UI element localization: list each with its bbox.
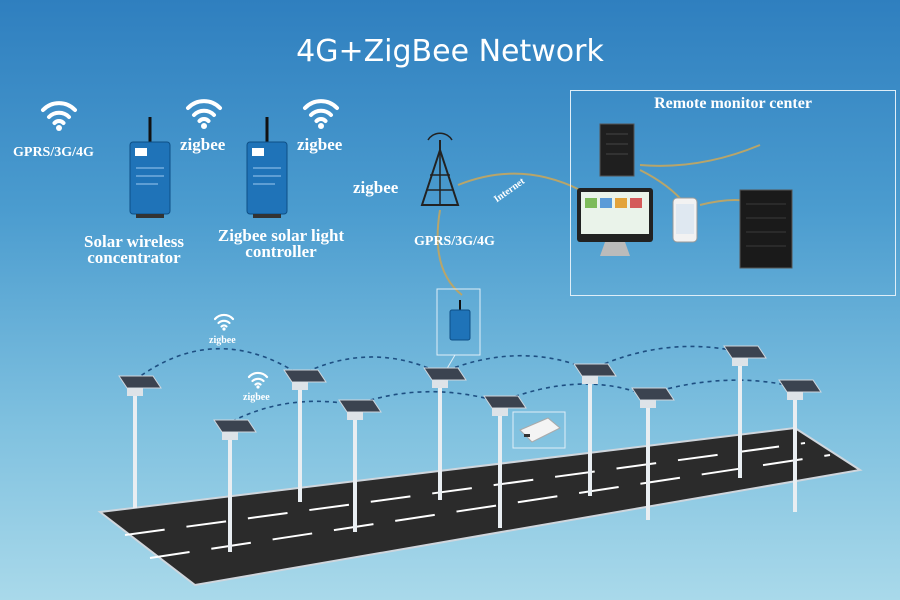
remote-monitor-center-panel: Remote monitor center xyxy=(570,90,896,296)
street-light-icon xyxy=(118,375,162,509)
controller-label-line1: Zigbee solar light xyxy=(217,226,345,245)
zigbee-label: zigbee xyxy=(297,135,343,154)
server-icon xyxy=(599,123,635,177)
gprs-label: GPRS/3G/4G xyxy=(13,145,94,160)
server-icon xyxy=(739,189,793,269)
road xyxy=(97,426,863,587)
light-controller-box-icon xyxy=(519,417,561,443)
concentrator-label-line1: Solar wireless xyxy=(84,232,184,251)
desktop-monitor-icon xyxy=(577,188,653,256)
zigbee-label: zigbee xyxy=(209,335,236,346)
page-title: 4G+ZigBee Network xyxy=(296,34,604,69)
zigbee-label: zigbee xyxy=(180,135,226,154)
cell-tower-icon xyxy=(420,132,460,206)
field-controller-device xyxy=(449,300,471,341)
wifi-icon xyxy=(213,313,235,332)
zigbee-solar-light-controller-device xyxy=(245,115,289,220)
gprs-label: GPRS/3G/4G xyxy=(414,234,495,249)
controller-label: Zigbee solar light controller xyxy=(201,226,361,261)
concentrator-label: Solar wireless concentrator xyxy=(64,232,204,267)
concentrator-label-line2: concentrator xyxy=(87,248,181,267)
zigbee-label: zigbee xyxy=(243,392,270,403)
wifi-icon xyxy=(303,99,339,131)
smartphone-icon xyxy=(672,197,698,243)
wifi-icon xyxy=(247,371,269,390)
solar-wireless-concentrator-device xyxy=(128,115,172,220)
remote-monitor-center-title: Remote monitor center xyxy=(654,95,812,112)
zigbee-label: zigbee xyxy=(353,178,399,197)
wifi-icon xyxy=(186,99,222,131)
wifi-icon xyxy=(41,101,77,133)
street-light-icon xyxy=(283,369,327,503)
controller-label-line2: controller xyxy=(245,242,317,261)
